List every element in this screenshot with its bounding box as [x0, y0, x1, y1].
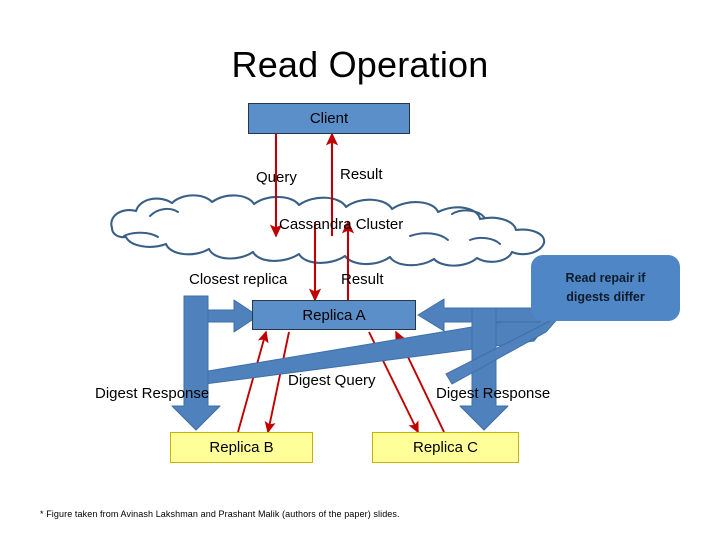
- edge-label-result-top: Result: [340, 166, 383, 183]
- edge-label-digest-response-right: Digest Response: [436, 385, 551, 402]
- edge-label-query: Query: [256, 169, 297, 186]
- callout-read-repair[interactable]: Read repair if digests differ: [531, 255, 680, 321]
- arrow-digest-query-a-to-c: [368, 331, 419, 434]
- arrow-digest-response-b-to-a: [237, 330, 269, 433]
- edge-label-digest-response-left: Digest Response: [95, 385, 210, 402]
- edge-label-closest-replica: Closest replica: [189, 271, 288, 288]
- arrow-read-repair-down-to-replica-c: [459, 307, 509, 431]
- page-title: Read Operation: [231, 44, 489, 85]
- cloud-label-cassandra-cluster: Cassandra Cluster: [279, 216, 404, 233]
- edge-label-result-mid: Result: [341, 271, 384, 288]
- arrow-callout-band-to-replica-c: [445, 315, 561, 385]
- node-replica-c[interactable]: Replica C: [372, 432, 519, 463]
- node-client[interactable]: Client: [248, 103, 410, 134]
- arrow-digest-query-a-to-b: [264, 331, 290, 434]
- footnote-attribution: * Figure taken from Avinash Lakshman and…: [40, 509, 400, 519]
- callout-line-2: digests differ: [566, 290, 645, 304]
- node-replica-b[interactable]: Replica B: [170, 432, 313, 463]
- node-replica-a[interactable]: Replica A: [252, 300, 416, 330]
- arrow-read-repair-into-replica-a: [417, 298, 541, 332]
- arrow-digest-response-c-to-a: [395, 330, 445, 433]
- arrow-read-repair-left-elbow: [195, 296, 259, 373]
- callout-line-1: Read repair if: [565, 270, 646, 285]
- arrow-read-repair-down-to-replica-b: [171, 295, 221, 431]
- edge-label-digest-query: Digest Query: [288, 372, 376, 389]
